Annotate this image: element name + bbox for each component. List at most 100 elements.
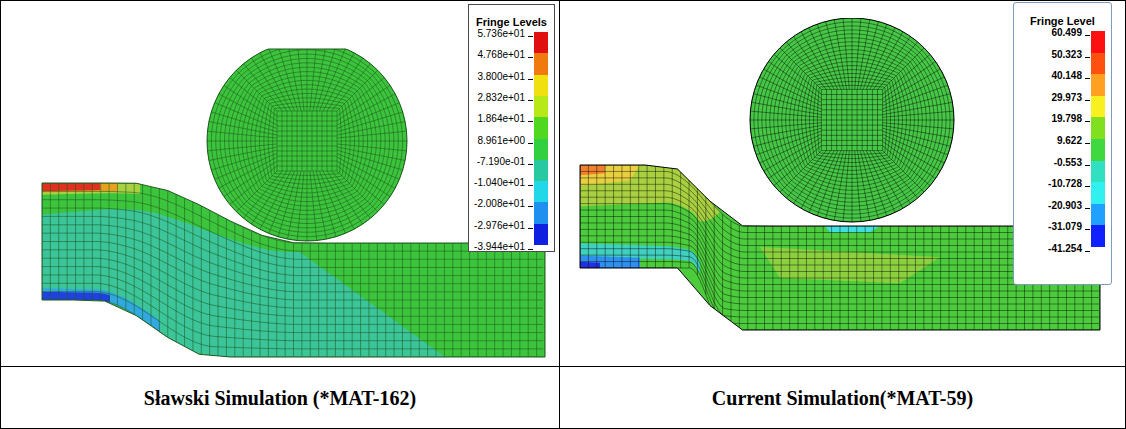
legend-row: 60.499: [1048, 25, 1082, 37]
tick-mark: [1085, 208, 1090, 209]
fringe-value: 4.768e+01: [477, 49, 525, 60]
color-band: [1091, 96, 1105, 118]
stress-contour: [42, 183, 118, 192]
stress-contour: [580, 256, 640, 268]
color-band: [534, 53, 548, 75]
legend-row: 2.832e+01: [474, 90, 525, 102]
table-cell: Current Simulation(*MAT-59) Fringe Level6…: [559, 0, 1126, 429]
stress-contour: [580, 165, 640, 186]
fringe-value: -20.903: [1048, 200, 1082, 211]
caption-text: Current Simulation(*MAT-59): [712, 387, 973, 410]
color-band: [534, 160, 548, 182]
color-band: [1091, 53, 1105, 75]
roller-outline: [207, 49, 407, 241]
fringe-value: -41.254: [1048, 243, 1082, 254]
legend-row: 4.768e+01: [474, 47, 525, 59]
fringe-value: 3.800e+01: [477, 71, 525, 82]
fringe-value: -2.008e+01: [474, 198, 525, 209]
tick-mark: [528, 36, 533, 37]
tick-mark: [1085, 78, 1090, 79]
tick-mark: [528, 100, 533, 101]
legend-heading-row: Fringe Levels: [469, 12, 554, 30]
legend-row: -0.553: [1048, 155, 1082, 167]
legend-row: -20.903: [1048, 198, 1082, 210]
legend-row: -2.008e+01: [474, 196, 525, 208]
tick-mark: [528, 164, 533, 165]
fringe-value: 40.148: [1051, 70, 1082, 81]
fringe-value: -0.553: [1054, 157, 1082, 168]
legend-row: 29.973: [1048, 90, 1082, 102]
tick-mark: [1085, 186, 1090, 187]
fringe-value: -2.976e+01: [474, 220, 525, 231]
legend-row: -31.079: [1048, 219, 1082, 231]
tick-mark: [1085, 229, 1090, 230]
legend-row: -3.944e+01: [474, 239, 525, 251]
color-band: [1091, 182, 1105, 204]
color-band: [534, 139, 548, 161]
fringe-value: 2.832e+01: [477, 92, 525, 103]
caption-row: Current Simulation(*MAT-59): [559, 367, 1126, 429]
fringe-value: -7.190e-01: [477, 156, 525, 167]
legend-row: -10.728: [1048, 176, 1082, 188]
legend-row: -2.976e+01: [474, 218, 525, 230]
fringe-value: 60.499: [1051, 27, 1082, 38]
color-band: [534, 202, 548, 224]
roller-mesh: [207, 49, 407, 241]
fringe-value: 1.864e+01: [477, 113, 525, 124]
legend-row: 9.622: [1048, 133, 1082, 145]
fringe-value: -3.944e+01: [474, 241, 525, 252]
tick-mark: [1085, 165, 1090, 166]
fringe-value: 9.622: [1057, 135, 1082, 146]
tick-mark: [1085, 251, 1090, 252]
color-band: [1091, 139, 1105, 161]
fringe-value: -1.040e+01: [474, 177, 525, 188]
tick-mark: [528, 143, 533, 144]
fringe-value: 29.973: [1051, 92, 1082, 103]
roller-outline: [750, 18, 954, 222]
tick-mark: [1085, 121, 1090, 122]
color-band: [1091, 161, 1105, 183]
color-band: [534, 75, 548, 97]
color-band: [534, 181, 548, 203]
tick-mark: [1085, 143, 1090, 144]
color-band: [534, 224, 548, 246]
tick-mark: [1085, 57, 1090, 58]
fringe-value: 5.736e+01: [477, 28, 525, 39]
roller-mesh: [750, 18, 954, 222]
tick-mark: [528, 249, 533, 250]
stress-contour: [580, 243, 700, 273]
tick-mark: [1085, 35, 1090, 36]
color-band: [1091, 31, 1105, 53]
fringe-legend: Fringe Levels5.736e+01 4.768e+01 3.800e+01…: [468, 4, 555, 252]
legend-row: -41.254: [1048, 241, 1082, 253]
color-band: [1091, 204, 1105, 226]
legend-row: 3.800e+01: [474, 69, 525, 81]
fringe-value: 19.798: [1051, 113, 1082, 124]
stress-contour: [42, 183, 100, 191]
stress-contour: [580, 165, 720, 221]
caption-row: Sławski Simulation (*MAT-162): [0, 367, 560, 429]
fringe-value: 8.961e+00: [477, 135, 525, 146]
roller-flat: [268, 49, 346, 50]
legend-title: Fringe Level: [1030, 15, 1095, 27]
color-band: [1091, 225, 1105, 247]
color-band: [534, 117, 548, 139]
legend-row: -1.040e+01: [474, 175, 525, 187]
tick-mark: [1085, 100, 1090, 101]
fringe-value: 50.323: [1051, 49, 1082, 60]
legend-row: 40.148: [1048, 68, 1082, 80]
legend-heading-row: Fringe Level: [1014, 11, 1111, 29]
legend-row: 1.864e+01: [474, 111, 525, 123]
legend-row: 8.961e+00: [474, 133, 525, 145]
legend-row: 5.736e+01: [474, 26, 525, 38]
fringe-value: -10.728: [1048, 178, 1082, 189]
roller-fill: [207, 49, 407, 241]
fringe-value: -31.079: [1048, 221, 1082, 232]
tick-mark: [528, 185, 533, 186]
color-band: [534, 32, 548, 54]
stress-contour: [825, 226, 880, 232]
